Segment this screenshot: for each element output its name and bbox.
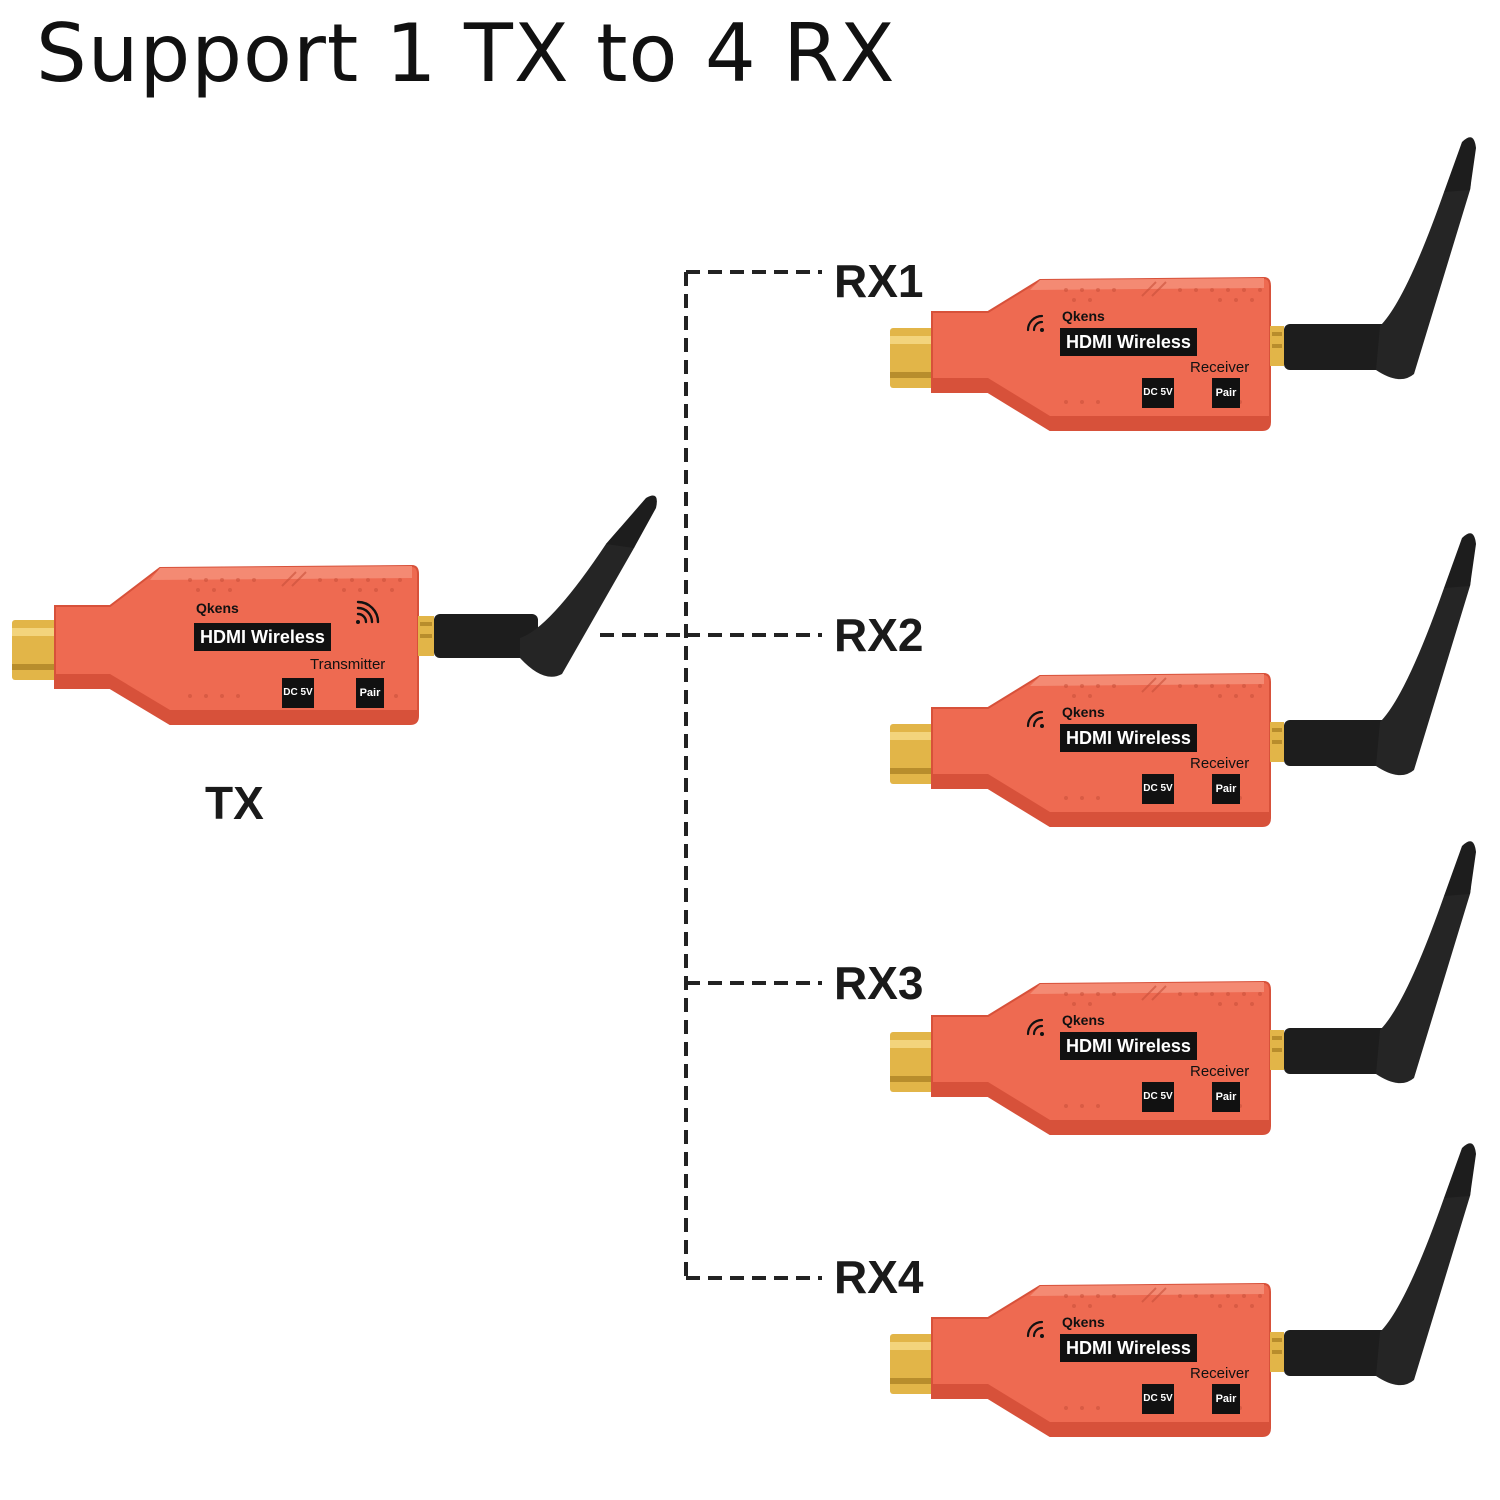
antenna-icon bbox=[1284, 1143, 1476, 1386]
brand-label: Qkens bbox=[196, 600, 239, 616]
receiver-device-rx3: Qkens HDMI Wireless Receiver DC 5V Pair bbox=[880, 834, 1500, 1135]
device-role-label: Receiver bbox=[1190, 1365, 1250, 1382]
wifi-signal-icon bbox=[356, 600, 380, 624]
antenna-icon bbox=[434, 495, 657, 677]
brand-label: Qkens bbox=[1062, 308, 1105, 324]
pair-button: Pair bbox=[1212, 774, 1240, 804]
power-port-label: DC 5V bbox=[282, 678, 314, 708]
product-plate: HDMI Wireless bbox=[194, 623, 331, 651]
rx4-label: RX4 bbox=[834, 1251, 924, 1303]
receiver-graphic bbox=[890, 533, 1476, 827]
hdmi-connector-icon bbox=[890, 724, 942, 784]
product-plate: HDMI Wireless bbox=[1060, 724, 1197, 752]
receiver-device-rx2: Qkens HDMI Wireless Receiver DC 5V Pair bbox=[880, 526, 1500, 827]
pair-button: Pair bbox=[1212, 1082, 1240, 1112]
tx-label: TX bbox=[205, 777, 264, 829]
hdmi-connector-icon bbox=[12, 620, 60, 680]
hdmi-connector-icon bbox=[890, 1032, 942, 1092]
brand-label: Qkens bbox=[1062, 1012, 1105, 1028]
product-plate: HDMI Wireless bbox=[1060, 1334, 1197, 1362]
wifi-signal-icon bbox=[1026, 314, 1044, 332]
antenna-icon bbox=[1284, 137, 1476, 380]
device-role-label: Receiver bbox=[1190, 755, 1250, 772]
antenna-icon bbox=[1284, 533, 1476, 776]
receiver-graphic bbox=[890, 841, 1476, 1135]
transmitter-device: Qkens HDMI Wireless Transmitter DC 5V Pa… bbox=[0, 488, 660, 758]
brand-label: Qkens bbox=[1062, 1314, 1105, 1330]
wifi-signal-icon bbox=[1026, 710, 1044, 728]
power-port-label: DC 5V bbox=[1142, 1082, 1174, 1112]
rx1-label: RX1 bbox=[834, 255, 924, 307]
device-role-label: Transmitter bbox=[310, 656, 386, 673]
rx3-label: RX3 bbox=[834, 957, 924, 1009]
product-plate: HDMI Wireless bbox=[1060, 1032, 1197, 1060]
product-plate: HDMI Wireless bbox=[1060, 328, 1197, 356]
wifi-signal-icon bbox=[1026, 1320, 1044, 1338]
receiver-graphic bbox=[890, 137, 1476, 431]
device-role-label: Receiver bbox=[1190, 1063, 1250, 1080]
hdmi-connector-icon bbox=[890, 328, 942, 388]
rx2-label: RX2 bbox=[834, 609, 924, 661]
device-role-label: Receiver bbox=[1190, 359, 1250, 376]
power-port-label: DC 5V bbox=[1142, 378, 1174, 408]
power-port-label: DC 5V bbox=[1142, 774, 1174, 804]
hdmi-connector-icon bbox=[890, 1334, 942, 1394]
receiver-device-rx1: Qkens HDMI Wireless Receiver DC 5V Pair bbox=[880, 130, 1500, 431]
power-port-label: DC 5V bbox=[1142, 1384, 1174, 1414]
wifi-signal-icon bbox=[1026, 1018, 1044, 1036]
antenna-icon bbox=[1284, 841, 1476, 1084]
pair-button: Pair bbox=[1212, 1384, 1240, 1414]
pair-button: Pair bbox=[356, 678, 384, 708]
brand-label: Qkens bbox=[1062, 704, 1105, 720]
receiver-device-rx4: Qkens HDMI Wireless Receiver DC 5V Pair bbox=[880, 1136, 1500, 1437]
receiver-graphic bbox=[890, 1143, 1476, 1437]
pair-button: Pair bbox=[1212, 378, 1240, 408]
page-title: Support 1 TX to 4 RX bbox=[36, 7, 896, 100]
